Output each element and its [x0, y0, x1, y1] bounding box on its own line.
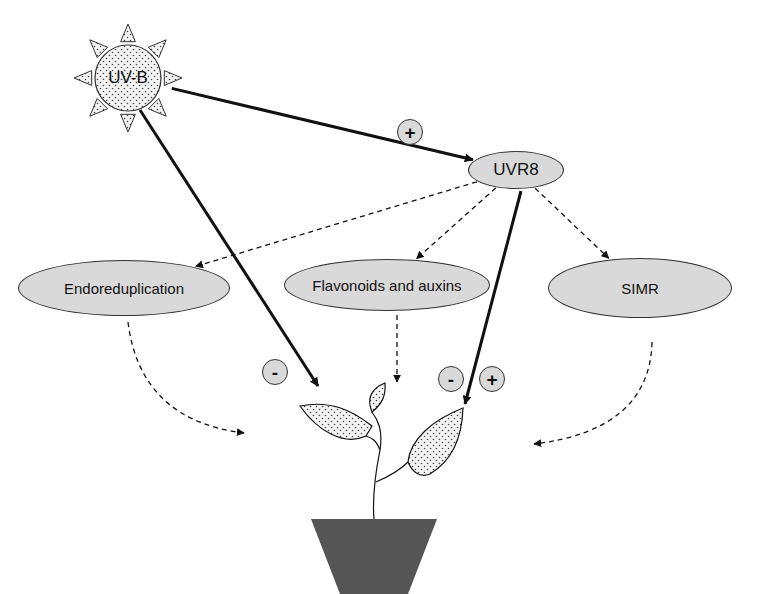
sun-ray: [74, 71, 92, 86]
leaf: [370, 383, 385, 412]
sun-ray: [121, 114, 136, 132]
dashed-arrow: [396, 315, 397, 382]
connector: [417, 188, 496, 259]
uvb-plant-arrow: [140, 110, 318, 386]
leaf: [300, 404, 372, 439]
dashed-arrow: [534, 342, 652, 444]
node-label: Flavonoids and auxins: [312, 277, 461, 294]
process-ellipse: SIMR: [548, 258, 732, 318]
dashed-arrow: [128, 322, 244, 433]
node-label: SIMR: [621, 280, 659, 297]
sun-rays: [74, 24, 182, 132]
stem: [366, 412, 408, 519]
leaf: [408, 408, 463, 475]
sun-ray: [164, 71, 182, 86]
node-label: UV-B: [108, 68, 148, 88]
sun-ray: [121, 24, 136, 42]
photoreceptor-ellipse: UVR8: [468, 151, 564, 189]
process-ellipse: Flavonoids and auxins: [284, 259, 491, 311]
process-ellipse: Endoreduplication: [18, 260, 230, 316]
sign-label: +: [397, 119, 423, 145]
connector: [172, 88, 473, 159]
connector: [535, 188, 609, 258]
sign-label: -: [438, 366, 464, 392]
sign-label: -: [262, 359, 288, 385]
sun-disc: [95, 45, 161, 111]
sign-label: +: [479, 366, 505, 392]
connector: [196, 182, 477, 267]
sun-node: UV-B: [95, 45, 161, 111]
node-label: UVR8: [493, 160, 538, 180]
node-label: Endoreduplication: [64, 280, 184, 297]
pot: [311, 519, 437, 594]
